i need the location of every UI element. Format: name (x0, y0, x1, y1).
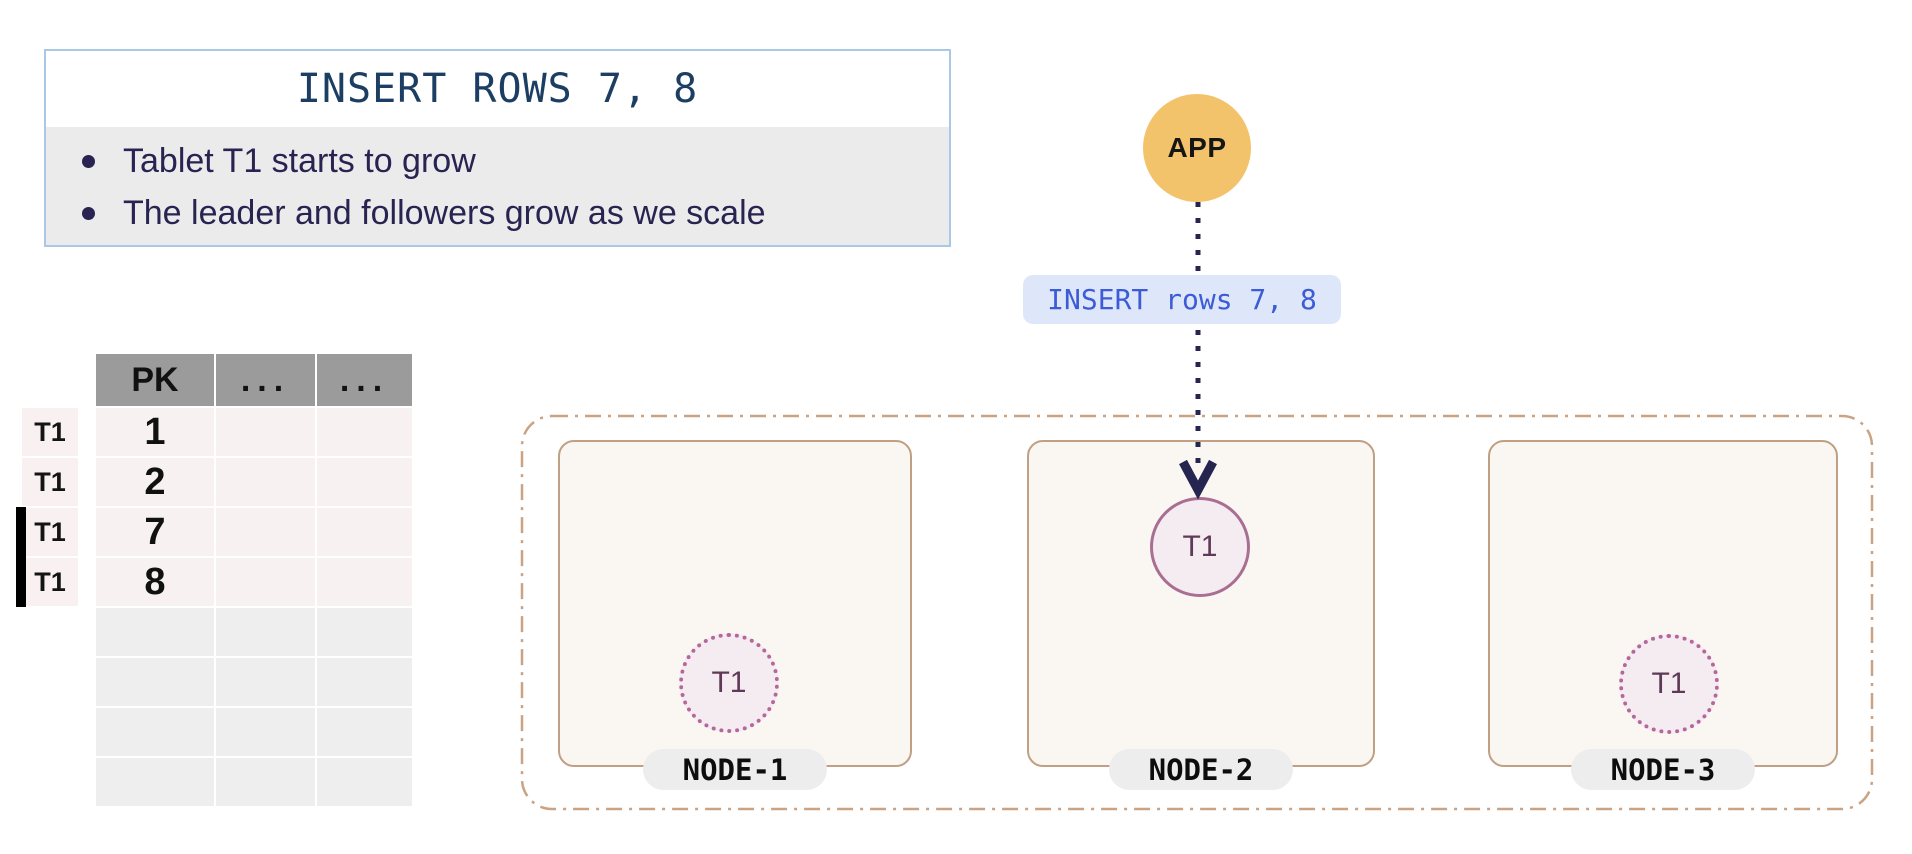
tablet-t1-follower: T1 (1619, 634, 1719, 734)
insert-arrow (1179, 202, 1217, 500)
column-header-pk: PK (96, 354, 214, 406)
tablet-tag-label: T1 (34, 566, 66, 597)
table-row-empty (22, 758, 412, 806)
bullet-icon (82, 206, 95, 220)
tablet-rows-table: PK ... ... T1 1 T1 2 T1 (16, 354, 412, 808)
app-label: APP (1167, 132, 1227, 163)
empty-cell (317, 608, 412, 656)
tablet-tag-label: T1 (34, 516, 66, 547)
table-row-empty (22, 708, 412, 756)
empty-cell (317, 508, 412, 556)
new-row-marker (16, 557, 26, 607)
table-header-row: PK ... ... (22, 354, 412, 406)
table-row: T1 1 (22, 408, 412, 456)
empty-cell (216, 608, 315, 656)
empty-cell (317, 758, 412, 806)
bullet-text: The leader and followers grow as we scal… (123, 193, 766, 232)
tablet-tag-label: T1 (34, 416, 66, 447)
insert-request-label: INSERT rows 7, 8 (1023, 275, 1341, 324)
empty-cell (216, 558, 315, 606)
table-row-empty (22, 608, 412, 656)
pk-cell: 2 (96, 458, 214, 506)
bullet-text: Tablet T1 starts to grow (123, 141, 476, 180)
tablet-tag-spacer (22, 608, 78, 656)
table-row: T1 8 (16, 557, 412, 607)
empty-cell (317, 408, 412, 456)
callout-bullet-list: Tablet T1 starts to grow The leader and … (46, 127, 949, 245)
empty-cell (317, 458, 412, 506)
empty-cell (216, 408, 315, 456)
empty-cell (317, 558, 412, 606)
app-node: APP (1143, 94, 1251, 202)
empty-cell (317, 708, 412, 756)
tablet-tag: T1 (22, 458, 78, 506)
pk-cell: 8 (96, 558, 214, 606)
bullet-item: Tablet T1 starts to grow (70, 135, 929, 187)
callout-title: INSERT ROWS 7, 8 (46, 51, 949, 127)
tablet-tag-label: T1 (34, 466, 66, 497)
node-3-label: NODE-3 (1571, 749, 1755, 790)
node-3: T1 NODE-3 (1488, 440, 1838, 790)
empty-cell (96, 708, 214, 756)
tablet-t1-follower: T1 (679, 633, 779, 733)
node-2-label: NODE-2 (1109, 749, 1293, 790)
tablet-tag-spacer (22, 354, 78, 406)
node-1-label: NODE-1 (643, 749, 827, 790)
bullet-icon (82, 154, 95, 168)
empty-cell (96, 658, 214, 706)
empty-cell (96, 758, 214, 806)
column-header-ellipsis: ... (317, 354, 412, 406)
empty-cell (216, 458, 315, 506)
node-1: T1 NODE-1 (558, 440, 912, 790)
tablet-t1-leader: T1 (1150, 497, 1250, 597)
node-2: T1 NODE-2 (1027, 440, 1375, 790)
callout-box: INSERT ROWS 7, 8 Tablet T1 starts to gro… (44, 49, 951, 247)
empty-cell (96, 608, 214, 656)
table-row-empty (22, 658, 412, 706)
column-header-ellipsis: ... (216, 354, 315, 406)
empty-cell (216, 758, 315, 806)
bullet-item: The leader and followers grow as we scal… (70, 187, 929, 239)
tablet-tag: T1 (16, 557, 78, 607)
empty-cell (317, 658, 412, 706)
tablet-tag: T1 (16, 507, 78, 557)
empty-cell (216, 708, 315, 756)
tablet-tag-spacer (22, 708, 78, 756)
pk-cell: 1 (96, 408, 214, 456)
tablet-tag-spacer (22, 758, 78, 806)
empty-cell (216, 508, 315, 556)
table-row: T1 7 (16, 507, 412, 557)
pk-cell: 7 (96, 508, 214, 556)
empty-cell (216, 658, 315, 706)
new-row-marker (16, 507, 26, 557)
tablet-tag-spacer (22, 658, 78, 706)
table-row: T1 2 (22, 458, 412, 506)
tablet-tag: T1 (22, 408, 78, 456)
